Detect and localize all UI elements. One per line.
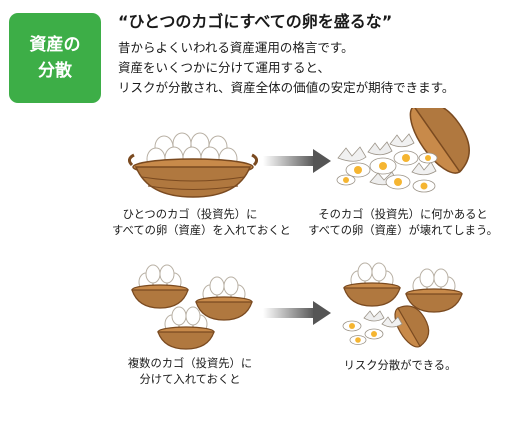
multiple-baskets-icon — [131, 264, 253, 350]
full-basket-icon — [128, 132, 258, 198]
multiple-baskets-caption-line-2: 分けて入れておくと — [139, 373, 241, 386]
diversified-result-caption: リスク分散ができる。 — [330, 358, 470, 374]
topic-badge: 資産の 分散 — [9, 13, 101, 103]
right-arrow-icon — [263, 149, 331, 173]
proverb-headline: “ひとつのカゴにすべての卵を盛るな” — [118, 12, 393, 31]
right-arrow-icon — [263, 301, 331, 325]
broken-eggs-icon — [336, 108, 470, 193]
broken-result-caption-line-2: すべての卵（資産）が壊れてしまう。 — [308, 224, 498, 237]
badge-line-2: 分散 — [38, 61, 72, 81]
single-basket-caption-line-1: ひとつのカゴ（投資先）に — [122, 208, 258, 221]
single-basket-caption: ひとつのカゴ（投資先）に すべての卵（資産）を入れておくと — [112, 207, 291, 239]
description-line-3: リスクが分散され、資産全体の価値の安定が期待できます。 — [118, 80, 455, 95]
description: 昔からよくいわれる資産運用の格言です。 資産をいくつかに分けて運用すると、 リス… — [118, 38, 454, 98]
description-line-2: 資産をいくつかに分けて運用すると、 — [118, 60, 331, 75]
diversified-result-icon — [342, 262, 463, 348]
broken-result-caption-line-1: そのカゴ（投資先）に何かあると — [318, 208, 488, 221]
single-basket-caption-line-2: すべての卵（資産）を入れておくと — [112, 224, 291, 237]
multiple-baskets-caption: 複数のカゴ（投資先）に 分けて入れておくと — [112, 356, 268, 388]
description-line-1: 昔からよくいわれる資産運用の格言です。 — [118, 40, 354, 55]
multiple-baskets-caption-line-1: 複数のカゴ（投資先）に — [127, 357, 253, 370]
badge-line-1: 資産の — [29, 35, 81, 55]
broken-result-caption: そのカゴ（投資先）に何かあると すべての卵（資産）が壊れてしまう。 — [308, 207, 498, 239]
diversified-result-caption-line-1: リスク分散ができる。 — [343, 359, 457, 372]
